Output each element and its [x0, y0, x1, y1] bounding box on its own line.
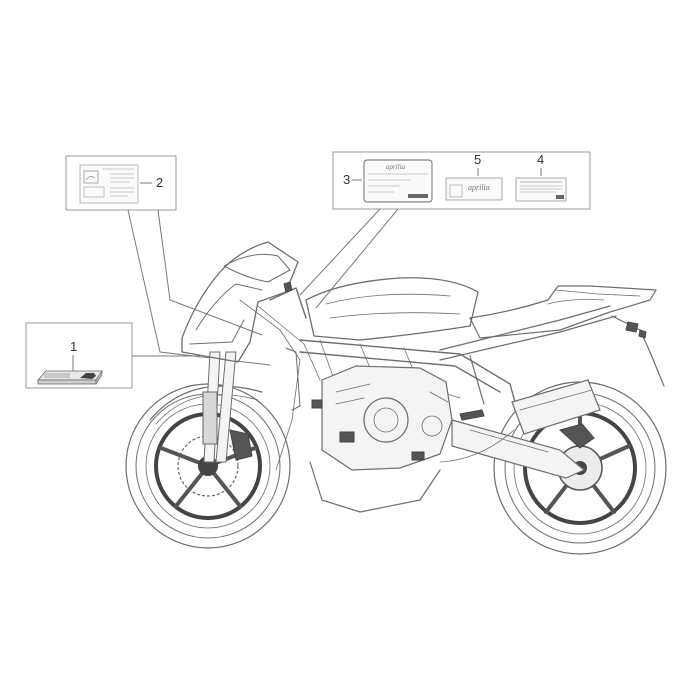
identification-plate-icon: aprilia: [363, 159, 433, 203]
front-fairing: [181, 241, 321, 471]
brand-decal-icon: aprilia: [445, 177, 503, 201]
engine: [321, 365, 453, 471]
front-fork: [202, 351, 237, 463]
motorcycle-illustration: [125, 241, 667, 555]
callout-number-4: 4: [537, 152, 544, 167]
fuel-tank: [305, 277, 479, 341]
owners-manual-icon: [37, 370, 103, 385]
callout-box-2: 2: [65, 155, 177, 211]
callout-number-5: 5: [474, 152, 481, 167]
callout-box-3-4-5: 3 aprilia 5 aprilia 4: [332, 151, 591, 210]
id-plate-logo: aprilia: [386, 163, 406, 171]
callout-number-2: 2: [156, 175, 163, 190]
callout-number-3: 3: [343, 172, 350, 187]
callout-box-1: 1: [25, 322, 133, 389]
decal-logo: aprilia: [468, 183, 490, 192]
seat-and-tail: [439, 285, 665, 387]
leader-lines: [127, 208, 399, 366]
warning-sticker-icon: [79, 164, 139, 204]
swingarm: [451, 419, 586, 479]
exhaust: [439, 379, 601, 463]
callout-number-1: 1: [70, 339, 77, 354]
emission-label-icon: [515, 177, 567, 202]
